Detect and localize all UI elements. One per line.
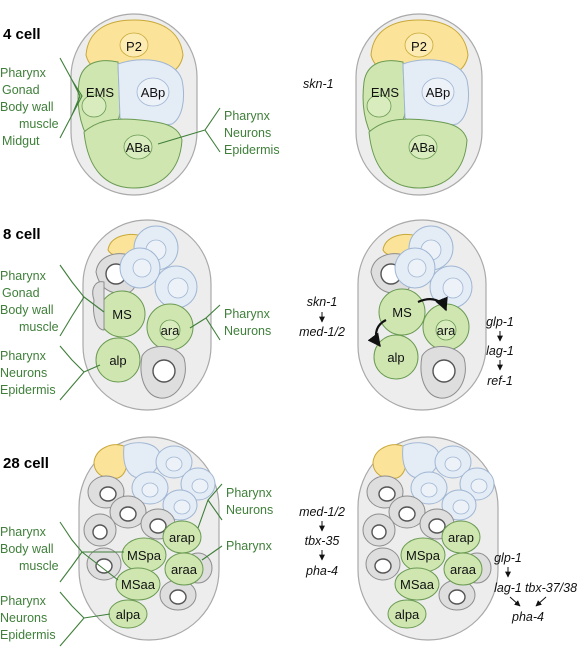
cell-alp-right: alp: [387, 350, 404, 365]
cell-aba-right: ABa: [411, 140, 436, 155]
cell-alpa-right: alpa: [395, 607, 420, 622]
gene-med12-8cell: med-1/2: [299, 325, 345, 339]
bracket-ms-8cell: [59, 264, 105, 337]
signal-arrow-ms-ara: [417, 296, 448, 312]
bracket-ms-28cell: [59, 521, 124, 583]
fate-gonad: Gonad: [2, 83, 40, 97]
stage-label-4-cell: 4 cell: [3, 26, 41, 43]
cell-alpa: alpa: [116, 607, 141, 622]
cell-arap-right: arap: [448, 530, 474, 545]
gene-lag1-8cell: lag-1: [486, 344, 514, 358]
cell-araa-right: araa: [450, 562, 477, 577]
arrow-tbx3738-pha4: [535, 596, 547, 607]
fate-pharynx: Pharynx: [224, 109, 271, 123]
fate-pharynx-araa: Pharynx: [226, 539, 273, 553]
fate-neurons: Neurons: [226, 503, 273, 517]
gene-skn1-8cell: skn-1: [307, 295, 338, 309]
gene-pha4-28cell-right: pha-4: [511, 610, 544, 624]
fates-alp-8cell: Pharynx Neurons Epidermis: [0, 349, 56, 397]
fates-aba-4cell: Pharynx Neurons Epidermis: [224, 109, 280, 157]
fates-ms-8cell: Pharynx Gonad Body wall muscle: [0, 269, 59, 334]
gene-glp1-28cell: glp-1: [494, 551, 522, 565]
cell-ems-right: EMS: [371, 85, 400, 100]
embryo-28cell-right: [357, 436, 499, 641]
gene-tbx3738-28cell: tbx-37/38: [525, 581, 577, 595]
fates-ara-8cell: Pharynx Neurons: [224, 307, 271, 338]
fate-neurons: Neurons: [224, 126, 271, 140]
fate-epidermis: Epidermis: [224, 143, 280, 157]
cell-ara-right: ara: [437, 323, 457, 338]
cell-ems: EMS: [86, 85, 115, 100]
cell-ms: MS: [112, 307, 132, 322]
cell-arap: arap: [169, 530, 195, 545]
embryo-4cell-right: [355, 13, 483, 196]
stage-label-28-cell: 28 cell: [3, 455, 49, 472]
line-araa-28cell: [201, 545, 223, 561]
embryo-4cell-left: [70, 13, 198, 196]
fate-muscle: muscle: [19, 320, 59, 334]
cell-aba: ABa: [126, 140, 151, 155]
fates-ems-4cell: Pharynx Gonad Body wall muscle Midgut: [0, 66, 59, 148]
fate-body-wall: Body wall: [0, 303, 54, 317]
fate-epidermis: Epidermis: [0, 383, 56, 397]
fate-pharynx: Pharynx: [0, 66, 47, 80]
fate-neurons: Neurons: [0, 366, 47, 380]
bracket-ems-4cell: [59, 57, 83, 139]
embryo-28cell-left: [78, 436, 220, 641]
embryo-8cell-left: [82, 219, 212, 411]
gene-lag1-28cell: lag-1: [494, 581, 522, 595]
cell-alp: alp: [109, 353, 126, 368]
gene-glp1-8cell: glp-1: [486, 315, 514, 329]
bracket-aba-4cell: [157, 107, 221, 153]
embryo-8cell-right: [357, 219, 487, 411]
gene-ref1-8cell: ref-1: [487, 374, 513, 388]
fates-arap-28cell: Pharynx Neurons: [226, 486, 273, 517]
cell-abp-right: ABp: [426, 85, 451, 100]
arrow-lag1-pha4: [509, 596, 521, 607]
fate-epidermis: Epidermis: [0, 628, 56, 642]
fates-alpa-28cell: Pharynx Neurons Epidermis: [0, 594, 56, 642]
stage-label-8-cell: 8 cell: [3, 226, 41, 243]
bracket-alpa-28cell: [59, 591, 111, 647]
gene-med12-28cell: med-1/2: [299, 505, 345, 519]
cell-msaa-right: MSaa: [400, 577, 435, 592]
cell-p2: P2: [126, 39, 142, 54]
fate-neurons: Neurons: [224, 324, 271, 338]
cell-msaa: MSaa: [121, 577, 156, 592]
gene-tbx35-28cell: tbx-35: [305, 534, 340, 548]
bracket-arap-28cell: [197, 483, 223, 529]
fate-pharynx: Pharynx: [0, 269, 47, 283]
fates-ms-28cell: Pharynx Body wall muscle: [0, 525, 59, 573]
fate-gonad: Gonad: [2, 286, 40, 300]
bracket-alp-8cell: [59, 345, 101, 401]
fate-neurons: Neurons: [0, 611, 47, 625]
cell-mspa: MSpa: [127, 548, 162, 563]
fate-body-wall: Body wall: [0, 542, 54, 556]
fate-pharynx: Pharynx: [226, 486, 273, 500]
cell-mspa-right: MSpa: [406, 548, 441, 563]
cell-ms-right: MS: [392, 305, 412, 320]
cell-araa: araa: [171, 562, 198, 577]
fate-pharynx: Pharynx: [0, 349, 47, 363]
gene-pha4-28cell-left: pha-4: [305, 564, 338, 578]
fate-pharynx: Pharynx: [224, 307, 271, 321]
fate-pharynx: Pharynx: [0, 525, 47, 539]
fate-muscle: muscle: [19, 117, 59, 131]
fate-pharynx: Pharynx: [0, 594, 47, 608]
cell-p2-right: P2: [411, 39, 427, 54]
gene-skn1-4cell: skn-1: [303, 77, 334, 91]
bracket-ara-8cell: [189, 304, 221, 341]
fate-midgut: Midgut: [2, 134, 40, 148]
cell-ara: ara: [161, 323, 181, 338]
fate-body-wall: Body wall: [0, 100, 54, 114]
signal-arrow-ms-alp: [367, 319, 387, 348]
cell-abp: ABp: [141, 85, 166, 100]
fate-muscle: muscle: [19, 559, 59, 573]
